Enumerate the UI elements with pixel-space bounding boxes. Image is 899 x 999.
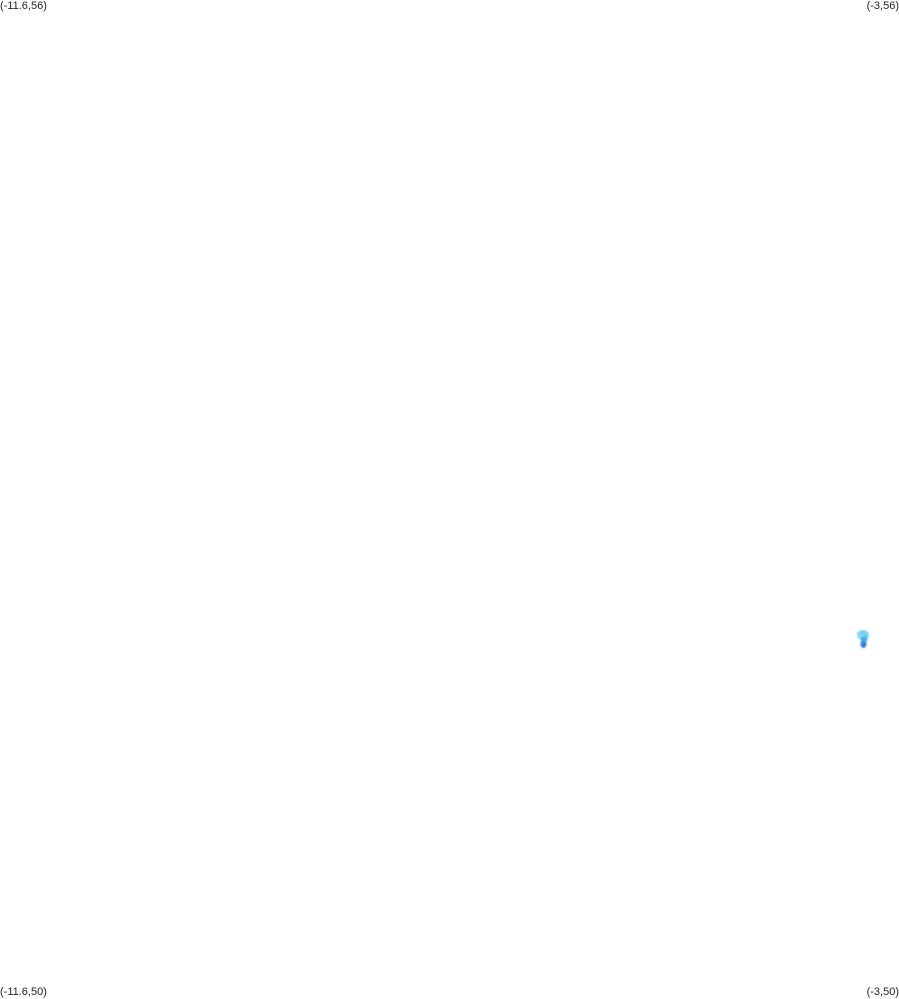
corner-coord-bottom-left: (-11.6,50) xyxy=(0,986,47,998)
map-feature-blob xyxy=(857,630,869,648)
corner-coord-top-left: (-11.6,56) xyxy=(0,0,47,12)
corner-coord-top-right: (-3,56) xyxy=(866,0,899,12)
corner-coord-bottom-right: (-3,50) xyxy=(866,986,899,998)
feature-mid-region xyxy=(860,636,868,643)
